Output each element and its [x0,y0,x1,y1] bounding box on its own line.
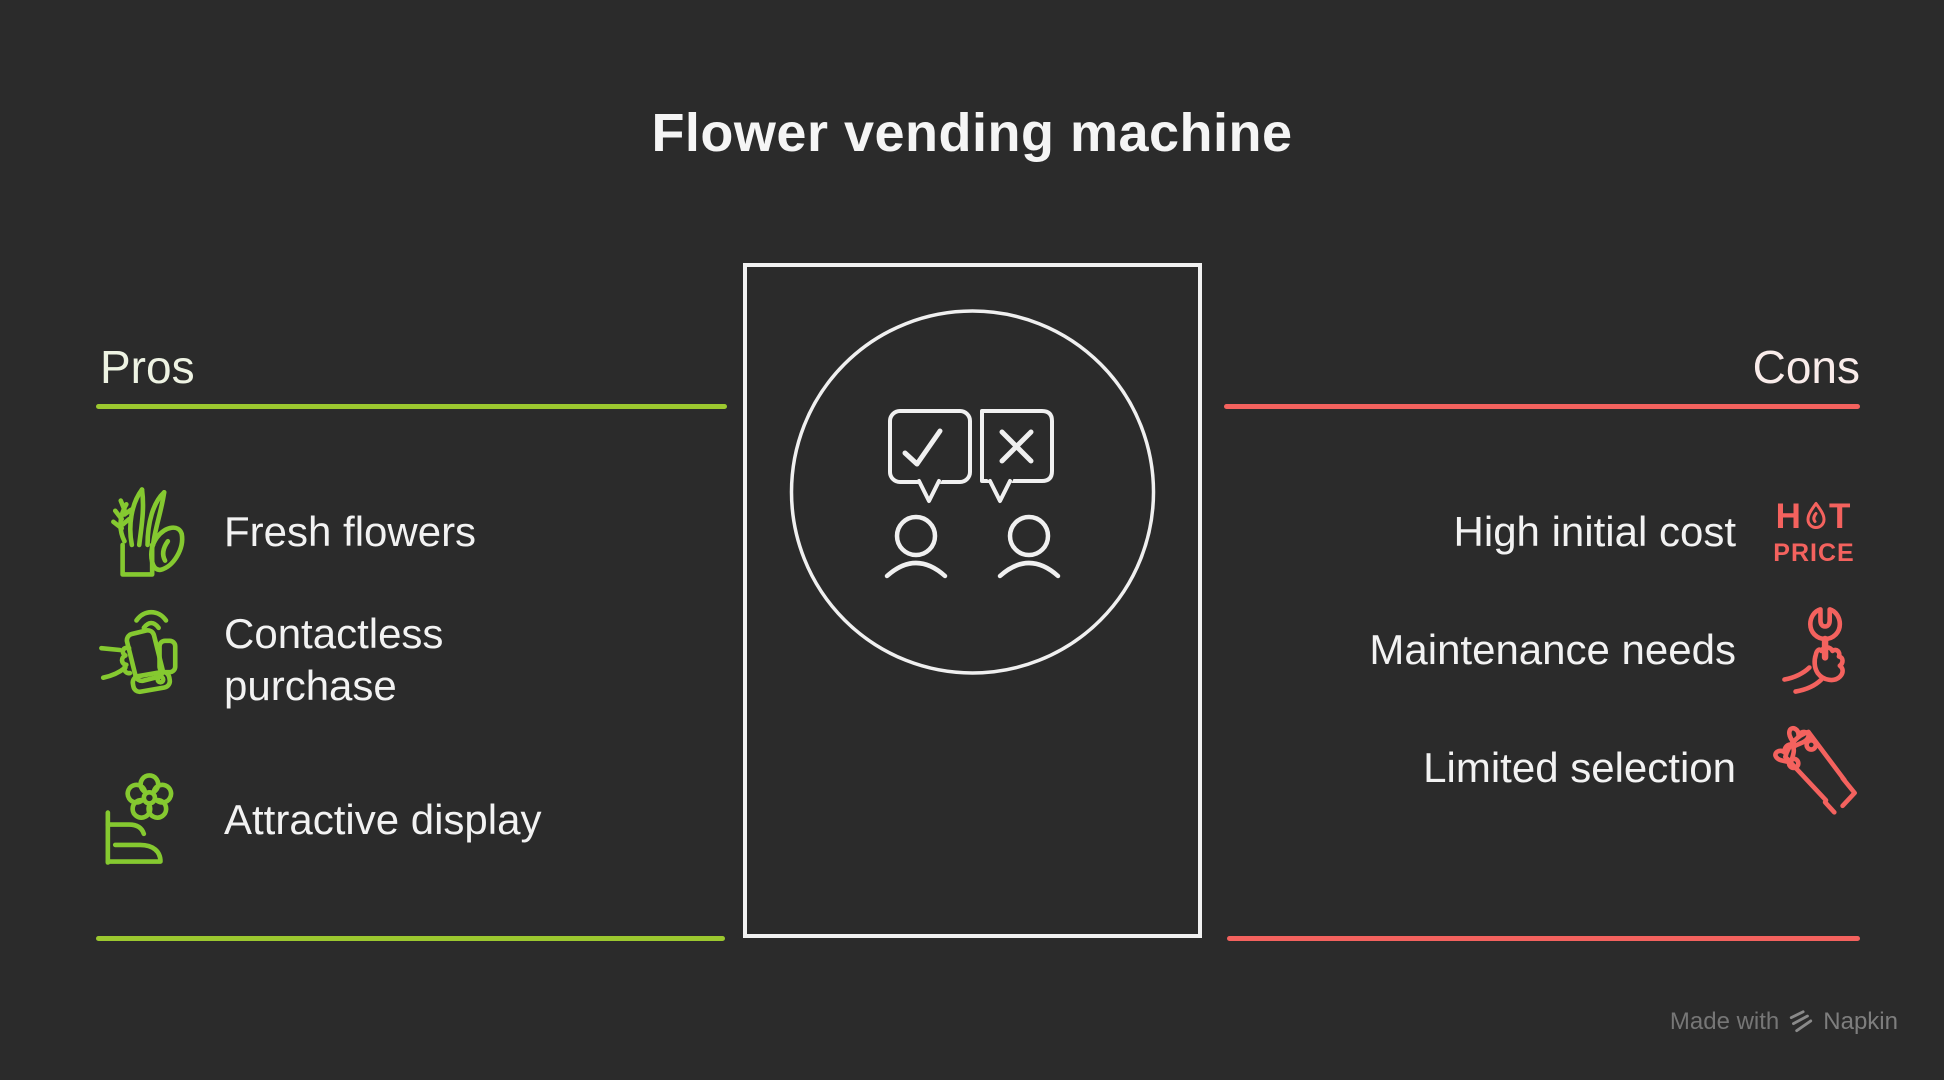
cons-divider-bottom [1227,936,1860,941]
pros-cons-comparison-frame [743,263,1202,938]
cons-item-maintenance-needs: Maintenance needs [1369,598,1862,702]
flower-bouquet-icon [1766,720,1862,816]
flower-display-shelf-icon [94,772,190,868]
pros-item-label: Contactless purchase [224,610,444,709]
napkin-logo-icon [1790,1010,1813,1033]
cons-item-label: Limited selection [1423,744,1736,791]
contactless-payment-hand-phone-icon [94,602,190,698]
page-title: Flower vending machine [651,103,1293,163]
pros-item-contactless-purchase: Contactless purchase [94,598,443,709]
cons-divider-top [1224,404,1860,409]
pros-divider-top [96,404,727,409]
cons-item-label: Maintenance needs [1369,626,1736,673]
fresh-flowers-plant-icon [94,484,190,580]
check-icon [902,428,943,467]
cons-item-limited-selection: Limited selection [1423,716,1862,820]
cons-header: Cons [1752,341,1860,393]
watermark-brand: Napkin [1823,1008,1898,1035]
pros-item-label: Attractive display [224,796,542,843]
pros-divider-bottom [96,936,725,941]
napkin-watermark[interactable]: Made with Napkin [1670,1008,1898,1036]
hot-price-line2: PRICE [1773,538,1855,567]
watermark-prefix: Made with [1669,1008,1780,1035]
pros-cons-comparison-icon [789,309,1156,675]
pros-item-attractive-display: Attractive display [94,768,541,872]
flame-icon [1806,501,1826,529]
cross-icon [999,429,1034,464]
pros-header: Pros [100,341,195,393]
hand-holding-wrench-icon [1766,602,1862,698]
pros-item-label: Fresh flowers [224,508,477,555]
cons-item-label: High initial cost [1453,508,1736,555]
pros-item-fresh-flowers: Fresh flowers [94,480,476,584]
